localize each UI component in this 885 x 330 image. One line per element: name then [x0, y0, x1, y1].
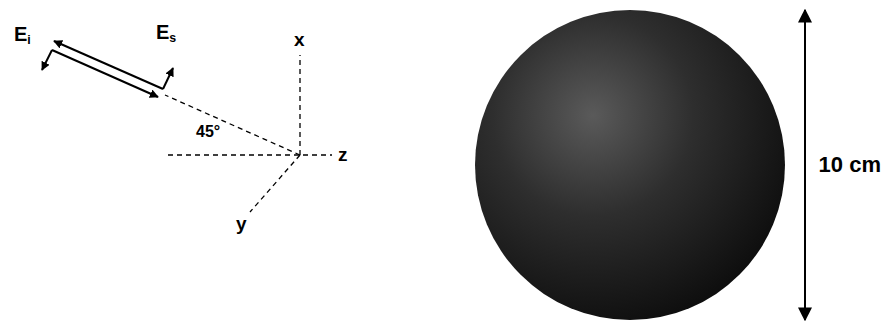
dimension-label: 10 cm	[819, 154, 881, 176]
axis-label: x	[294, 30, 305, 49]
sphere	[475, 10, 785, 320]
axis-label: z	[338, 145, 348, 164]
axes	[165, 55, 332, 212]
angle-label: 45°	[196, 124, 220, 140]
field-label: Es	[156, 22, 176, 45]
wave-arrows	[42, 41, 173, 97]
axis-label: y	[236, 214, 247, 233]
field-label: Ei	[14, 24, 31, 47]
dimension-arrow	[804, 10, 806, 320]
